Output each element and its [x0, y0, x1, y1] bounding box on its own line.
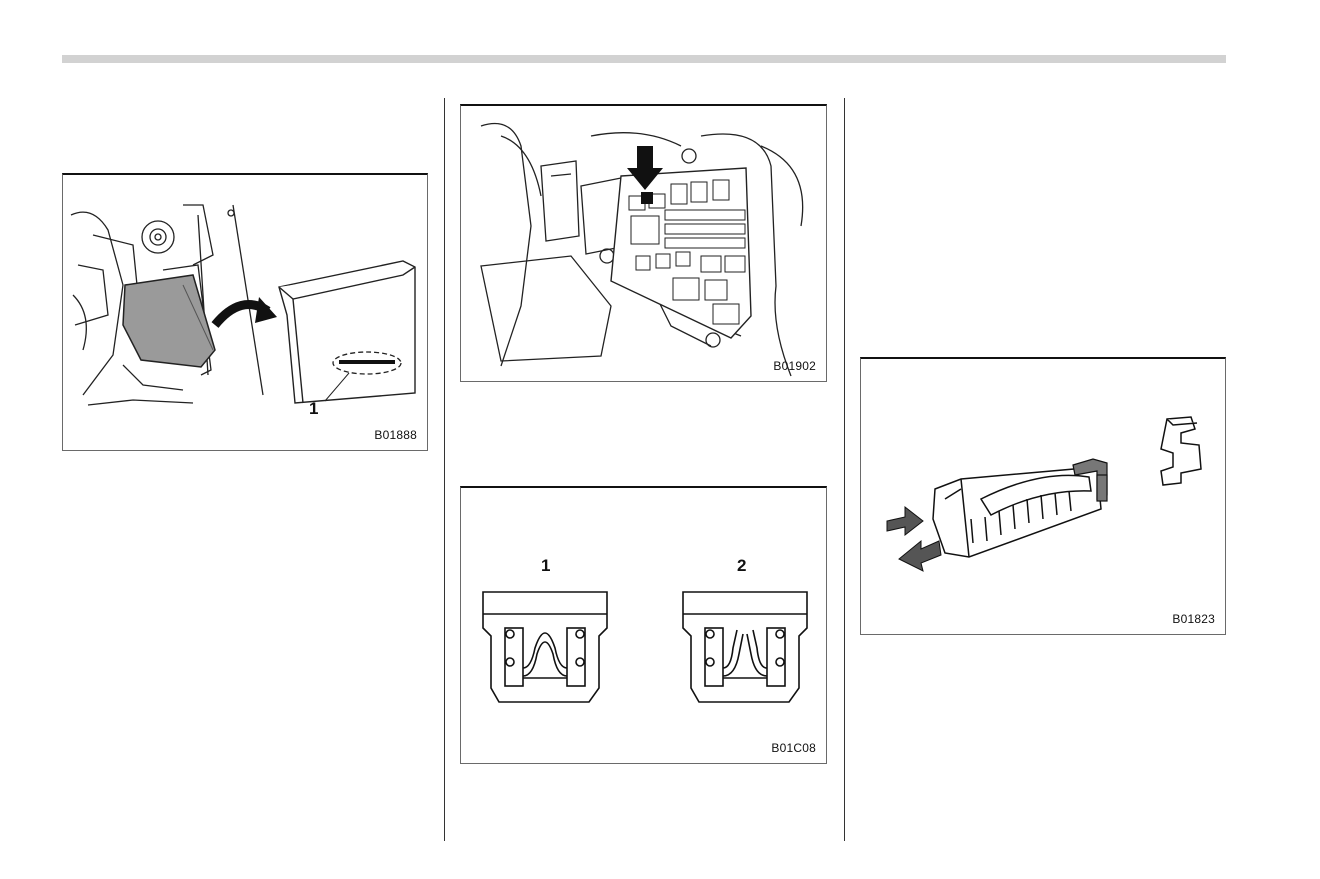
- column-divider-right: [844, 98, 845, 841]
- blown-fuse: [683, 592, 807, 702]
- good-fuse: [483, 592, 607, 702]
- figure-fuse-puller: B01823: [860, 357, 1226, 635]
- pull-arrow-icon: [899, 541, 941, 571]
- figure-code: B01823: [1172, 612, 1215, 626]
- figure-code: B01902: [773, 359, 816, 373]
- callout-1: 1: [541, 556, 550, 576]
- figure-code: B01C08: [771, 741, 816, 755]
- fuse-puller-illustration: [861, 359, 1227, 637]
- target-fuse: [641, 192, 653, 204]
- callout-2: 2: [737, 556, 746, 576]
- figure-fuse-comparison: 1 2 B01C08: [460, 486, 827, 764]
- figure-fuse-box-location: B01902: [460, 104, 827, 382]
- column-divider-left: [444, 98, 445, 841]
- fuse-puller-tool: [933, 467, 1101, 557]
- header-rule: [62, 55, 1226, 63]
- fuse-puller-clip: [1161, 417, 1201, 485]
- fuse-comparison-illustration: [461, 488, 828, 766]
- figure-code: B01888: [374, 428, 417, 442]
- fuse-box-location-illustration: [461, 106, 828, 384]
- figure-fuse-box-cover: 1 B01888: [62, 173, 428, 451]
- spare-fuse-label-strip: [339, 360, 395, 364]
- engine-bay-cover-illustration: [63, 175, 429, 453]
- push-arrow-icon: [887, 507, 923, 535]
- callout-1: 1: [309, 399, 318, 419]
